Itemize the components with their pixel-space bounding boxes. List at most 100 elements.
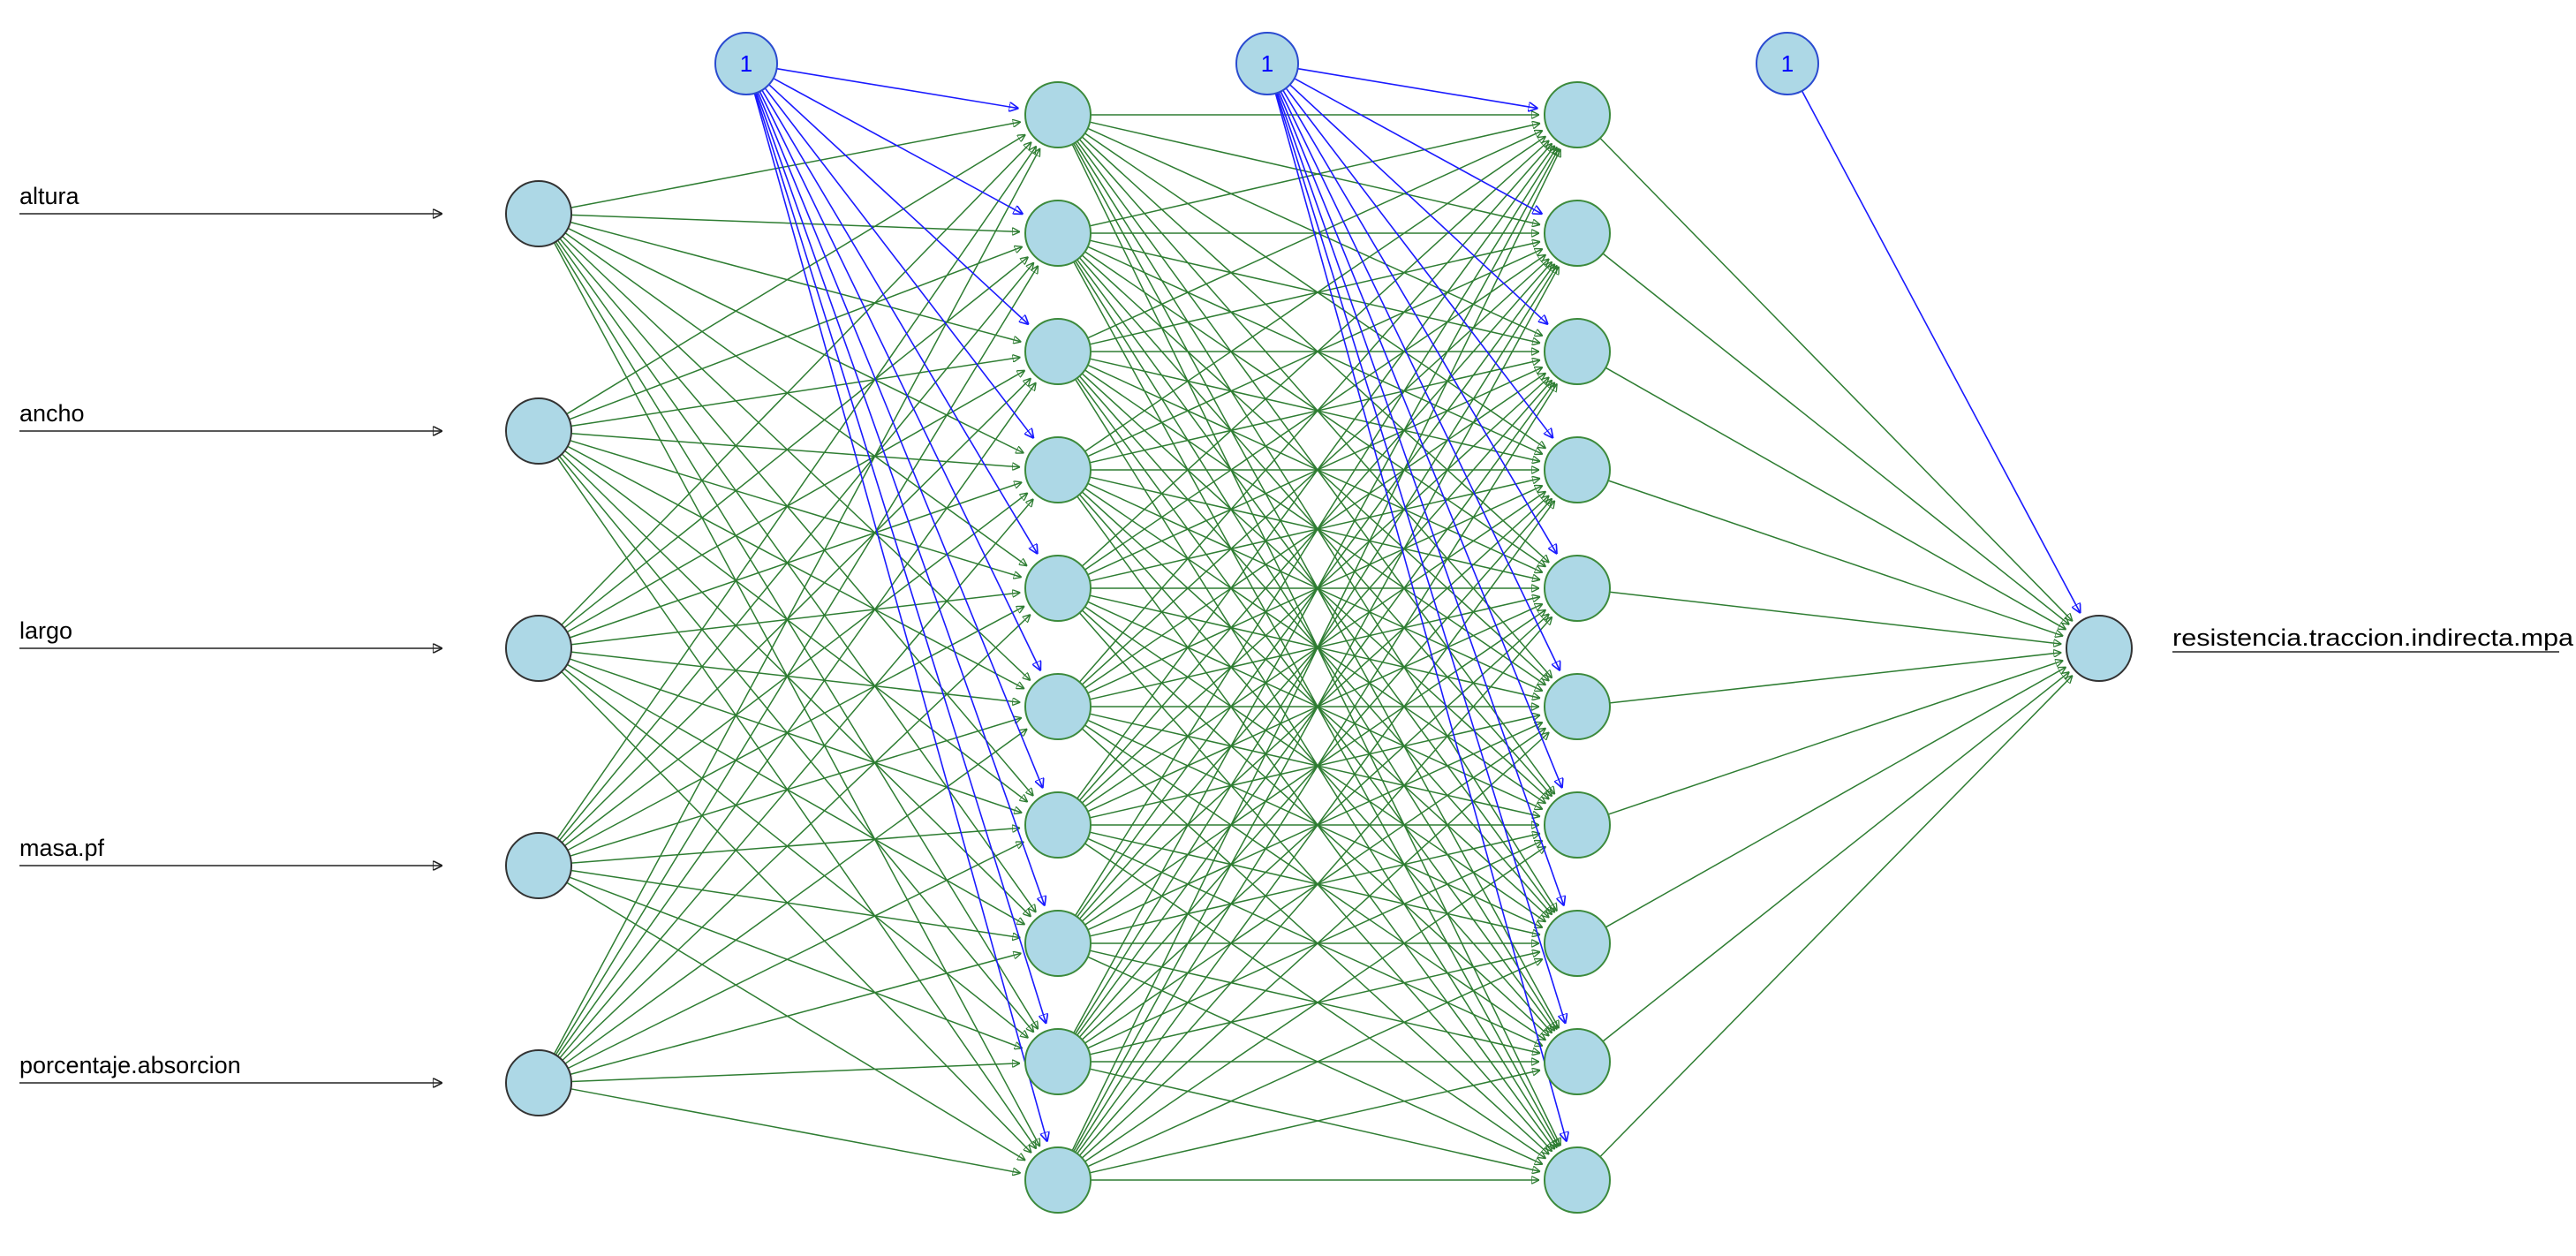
hidden1-neuron-8 [1024,910,1092,977]
edge-h2-4-to-output [1607,480,2063,636]
edge-h1-5-to-h2-4 [1089,479,1540,582]
edge-h2-2-to-output [1602,253,2069,624]
output-neuron [2066,615,2133,682]
edge-h2-9-to-output [1602,672,2069,1042]
edge-h1-5-to-h2-6 [1089,594,1540,698]
bias-edge-b2-to-h2-5 [1282,89,1557,554]
input-neuron-2 [505,397,572,465]
hidden2-neuron-7 [1544,791,1611,859]
edge-h1-6-to-h2-7 [1089,713,1540,816]
edge-input-3-to-h1-9 [563,668,1029,1038]
edge-input-3-to-h1-6 [570,651,1021,702]
bias-edge-b1-to-h1-8 [755,92,1045,906]
edge-input-1-to-h1-10 [553,242,1040,1147]
bias-edge-b2-to-h2-9 [1275,93,1565,1024]
edge-input-2-to-h1-2 [569,246,1023,420]
edge-h1-1-to-h2-5 [1081,136,1549,563]
edge-h1-3-to-h2-2 [1089,242,1540,345]
edge-h1-8-to-h2-9 [1089,950,1540,1053]
edge-input-4-to-h1-7 [570,828,1020,864]
hidden2-neuron-2 [1544,200,1611,267]
edge-input-2-to-h1-5 [570,439,1021,578]
edge-h1-8-to-h2-6 [1087,723,1543,931]
edge-input-3-to-h1-1 [561,142,1031,626]
edge-input-3-to-h1-10 [561,670,1031,1154]
edge-h1-7-to-h2-1 [1076,146,1555,799]
edge-h1-5-to-h2-7 [1087,601,1543,809]
bias-edge-b1-to-h1-9 [754,93,1046,1024]
edge-h1-1-to-h2-2 [1089,121,1540,224]
edge-input-4-to-h1-2 [558,262,1034,841]
edge-input-4-to-h1-1 [556,146,1037,840]
bias-edge-b2-to-h2-8 [1276,92,1564,906]
hidden2-neuron-5 [1544,555,1611,622]
bias-edge-b3-to-output [1801,90,2081,613]
edge-h1-7-to-h2-5 [1087,604,1543,813]
edge-input-3-to-h1-8 [566,663,1024,925]
input-label: masa.pf [19,835,105,861]
edge-h2-10-to-output [1599,676,2073,1158]
bias-node-label: 1 [740,50,752,77]
edge-h1-10-to-h2-7 [1084,846,1546,1162]
input-label: porcentaje.absorcion [19,1052,241,1078]
edge-h1-9-to-h2-8 [1089,952,1540,1055]
edge-h1-9-to-h2-1 [1073,148,1560,1033]
edge-h1-7-to-h2-10 [1084,843,1546,1159]
edge-h1-5-to-h2-8 [1084,606,1546,922]
edge-input-1-to-h1-5 [564,231,1027,566]
edge-input-2-to-h1-4 [570,433,1020,467]
edge-h1-2-to-h2-3 [1089,239,1540,343]
hidden1-neuron-2 [1024,200,1092,267]
hidden2-neuron-1 [1544,81,1611,148]
output-label: resistencia.traccion.indirecta.mpa [2172,624,2574,651]
edge-h1-4-to-h2-2 [1087,249,1543,458]
edge-input-2-to-h1-8 [561,453,1031,917]
edge-input-3-to-h1-2 [563,257,1029,629]
hidden2-neuron-6 [1544,673,1611,740]
edge-h1-6-to-h2-5 [1089,597,1540,700]
edge-h2-6-to-output [1609,653,2062,704]
edge-input-5-to-h1-1 [553,148,1040,1055]
edge-h1-6-to-h2-10 [1081,728,1549,1154]
bias-edge-b1-to-h1-7 [757,92,1043,788]
edge-input-5-to-h1-2 [555,266,1038,1055]
edge-h1-2-to-h2-6 [1081,254,1549,681]
hidden2-neuron-4 [1544,436,1611,503]
hidden1-neuron-1 [1024,81,1092,148]
edge-h1-5-to-h2-9 [1081,609,1549,1036]
edge-input-2-to-h1-10 [556,457,1036,1148]
edge-h1-8-to-h2-10 [1087,956,1543,1164]
bias-node-1 [714,32,778,95]
edge-h1-7-to-h2-6 [1089,715,1540,819]
edge-h1-7-to-h2-9 [1087,837,1543,1046]
edge-h1-9-to-h2-10 [1089,1068,1540,1171]
edge-input-2-to-h1-3 [570,358,1021,427]
edge-h1-3-to-h2-4 [1089,358,1540,461]
edge-input-5-to-h1-7 [567,842,1024,1070]
bias-edge-b1-to-h1-1 [776,67,1019,109]
input-neuron-4 [505,832,572,899]
bias-edge-b2-to-h2-3 [1289,84,1548,325]
edge-h1-4-to-h2-8 [1081,491,1549,918]
hidden2-neuron-8 [1544,910,1611,977]
input-lines [19,214,2559,1083]
edge-h1-2-to-h2-4 [1087,246,1543,454]
bias-edge-b2-to-h2-2 [1294,78,1543,215]
edge-h1-10-to-h2-5 [1078,617,1552,1156]
edge-h1-6-to-h2-4 [1087,486,1543,694]
edge-h1-10-to-h2-9 [1089,1071,1540,1174]
bias-edge-b2-to-h2-7 [1278,92,1562,788]
edge-input-4-to-h1-4 [563,493,1027,847]
edge-h1-8-to-h2-1 [1075,147,1558,917]
edge-input-5-to-h1-8 [570,953,1022,1076]
edge-input-4-to-h1-3 [561,378,1031,844]
edge-input-1-to-h1-6 [562,235,1031,681]
input-label: ancho [19,400,85,427]
bias-edge-b1-to-h1-3 [768,84,1029,325]
edge-input-5-to-h1-6 [564,729,1027,1064]
edge-h1-4-to-h2-6 [1087,482,1543,691]
edge-input-4-to-h1-5 [567,606,1025,851]
edge-h1-10-to-h2-2 [1073,267,1560,1152]
edge-input-2-to-h1-9 [558,456,1034,1033]
edge-input-4-to-h1-8 [570,869,1021,938]
